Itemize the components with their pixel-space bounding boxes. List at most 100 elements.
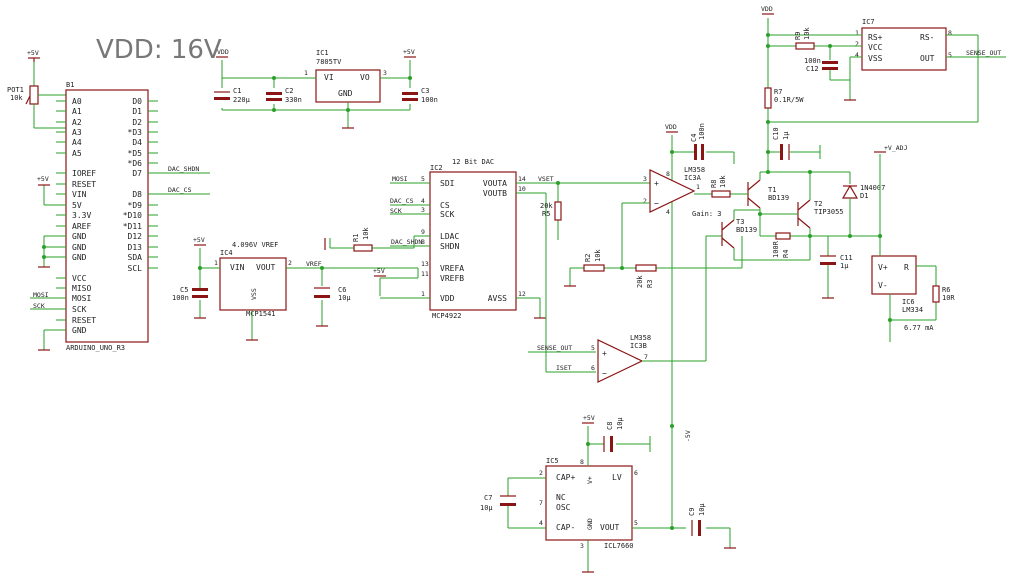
ic1-vo: VO	[360, 73, 370, 82]
ic2-value: MCP4922	[432, 312, 462, 320]
cap-c7[interactable]: C7 10µ	[480, 494, 516, 512]
ic2-dac[interactable]: IC2 12 Bit DAC MCP4922 SDI5CS4SCK3LDAC9S…	[421, 158, 526, 320]
ic1-pin-out: 3	[383, 69, 387, 77]
c9-name: C9	[688, 508, 696, 516]
ic1-7805[interactable]: IC1 7805TV VI VO GND 1 3	[304, 49, 387, 103]
cap-c8[interactable]: C8 10µ	[603, 417, 624, 452]
ic3a-pin-minus: 2	[643, 197, 647, 205]
ic6-name: IC6	[902, 298, 915, 306]
c10-name: C10	[772, 127, 780, 140]
b1-left-pin-label: IOREF	[72, 169, 96, 178]
transistor-t3[interactable]: T3 BD139	[721, 218, 757, 249]
ic4-vref[interactable]: IC4 4.096V VREF VIN VOUT VSS MCP1541 1 2	[214, 241, 292, 318]
pot1-name: POT1	[7, 86, 24, 94]
cap-c9[interactable]: C9 10µ	[688, 503, 706, 536]
c8-name: C8	[606, 422, 614, 430]
b1-left-pin-label: VCC	[72, 274, 87, 283]
ic3a-gain: Gain: 3	[692, 210, 722, 218]
net-vref: VREF	[306, 260, 322, 268]
diode-d1[interactable]: 1N4007 D1	[841, 172, 885, 236]
r2-name: R2	[584, 254, 592, 262]
transistor-t2[interactable]: T2 TIP3055	[797, 199, 844, 229]
ic5-value: ICL7660	[604, 542, 634, 550]
b1-right-pin-label: *D3	[128, 128, 143, 137]
t3-name: T3	[736, 218, 744, 226]
r5-value: 20k	[540, 202, 553, 210]
ic3b-pin-minus: 6	[591, 364, 595, 372]
b1-left-pin-label: AREF	[72, 222, 91, 231]
ic2-right-pin-label: VOUTB	[483, 189, 507, 198]
ic5-gnd: GND	[586, 518, 594, 530]
cap-c11[interactable]: C11 1µ	[820, 236, 853, 299]
ic5-pin-5: 5	[634, 519, 638, 527]
c4-value: 100n	[698, 123, 706, 140]
ic6-vplus: V+	[878, 263, 888, 272]
cap-c10[interactable]: C10 1µ	[772, 127, 790, 160]
pot1[interactable]: POT1 10k	[7, 62, 66, 128]
res-r1[interactable]: R1 10k	[352, 227, 373, 252]
b1-left-pin-label: GND	[72, 232, 87, 241]
ic2-right-pin-label: VOUTA	[483, 179, 507, 188]
r3-value: 20k	[636, 275, 644, 288]
ic7-pin-1: 1	[855, 29, 859, 37]
net-sense-out-ic7: SENSE_OUT	[966, 49, 1001, 57]
cap-c6[interactable]: C6 10µ	[314, 286, 351, 302]
cap-c1[interactable]: C1 220µ	[214, 87, 251, 104]
ic7-wires: VDD SENSE_OUT	[761, 5, 1006, 174]
res-r9[interactable]: R9 10k	[794, 27, 815, 50]
ic4-value: MCP1541	[246, 310, 276, 318]
r9-name: R9	[794, 32, 802, 40]
c11-name: C11	[840, 254, 853, 262]
net-dac-shdn-ic2: DAC_SHDN	[391, 238, 422, 246]
ic7-out: OUT	[920, 54, 935, 63]
net-sense-out: SENSE_OUT	[537, 344, 572, 352]
res-r7[interactable]: R7 0.1R/5W	[764, 87, 804, 109]
transistor-t1[interactable]: T1 BD139	[742, 179, 789, 209]
b1-right-pins: D0D1D2*D3D4*D5*D6D7D8*D9*D10*D11D12D13SD…	[123, 97, 158, 273]
ic7-sense[interactable]: IC7 RS+ RS- VCC VSS OUT 1 2 4 8 5	[855, 18, 952, 71]
p5v-ard: +5V	[37, 175, 49, 183]
ic1-vi: VI	[324, 73, 334, 82]
c8-value: 10µ	[616, 417, 624, 430]
cap-c5[interactable]: C5 100n	[172, 286, 208, 302]
cap-c4[interactable]: C4 100n	[690, 123, 706, 160]
p5v-ic4: +5V	[193, 236, 205, 244]
res-r4[interactable]: 100R R4	[772, 232, 791, 258]
ic1-wires: VDD +5V	[216, 48, 416, 129]
b1-name: B1	[66, 81, 74, 89]
res-r5[interactable]: 20k R5	[540, 201, 562, 221]
vdd-top: VDD	[761, 5, 773, 13]
cap-c3[interactable]: C3 100n	[402, 87, 438, 104]
ic4-pin-in: 1	[214, 259, 218, 267]
res-r3[interactable]: 20k R3	[635, 264, 657, 288]
ic1-pin-in: 1	[304, 69, 308, 77]
vdd-ic1: VDD	[217, 48, 229, 56]
res-r8[interactable]: R8 10k	[710, 175, 731, 198]
opamp-ic3b[interactable]: + − LM358 IC3B 5 6 7	[591, 334, 651, 383]
res-r2[interactable]: R2 10k	[583, 249, 605, 272]
opamp-ic3a[interactable]: + − LM358 IC3A Gain: 3 3 2 1 8 4	[643, 166, 722, 218]
cap-c2[interactable]: C2 330n	[266, 87, 302, 104]
r4-value: 100R	[772, 240, 780, 258]
b1-left-pin-label: A3	[72, 128, 82, 137]
net-dac-shdn-ard: DAC_SHDN	[168, 165, 199, 173]
net-dac-cs-ic2: DAC_CS	[390, 197, 414, 205]
ic1-gnd: GND	[338, 89, 353, 98]
ic4-vout: VOUT	[256, 263, 275, 272]
b1-right-pin-label: SCL	[128, 264, 143, 273]
c4-name: C4	[690, 134, 698, 142]
net-sck-ard: SCK	[33, 302, 45, 310]
res-r6[interactable]: R6 10R	[932, 285, 955, 303]
ic5-icl7660[interactable]: IC5 CAP+ NC OSC CAP- LV VOUT V+ GND ICL7…	[539, 457, 638, 550]
m5v-label: -5V	[684, 430, 692, 442]
ic6-lm334[interactable]: V+ V- R IC6 LM334 6.77 mA	[871, 255, 934, 332]
ic7-rsp: RS+	[868, 33, 883, 42]
c5-name: C5	[180, 286, 188, 294]
ic6-r: R	[904, 263, 909, 272]
arduino-b1[interactable]: B1 ARDUINO_UNO_R3 A0A1A2A3A4A5IOREFRESET…	[56, 81, 158, 352]
cap-c12[interactable]: 100n C12	[804, 57, 838, 73]
net-sck-ic2: SCK	[390, 207, 402, 215]
b1-left-pin-label: VIN	[72, 190, 87, 199]
